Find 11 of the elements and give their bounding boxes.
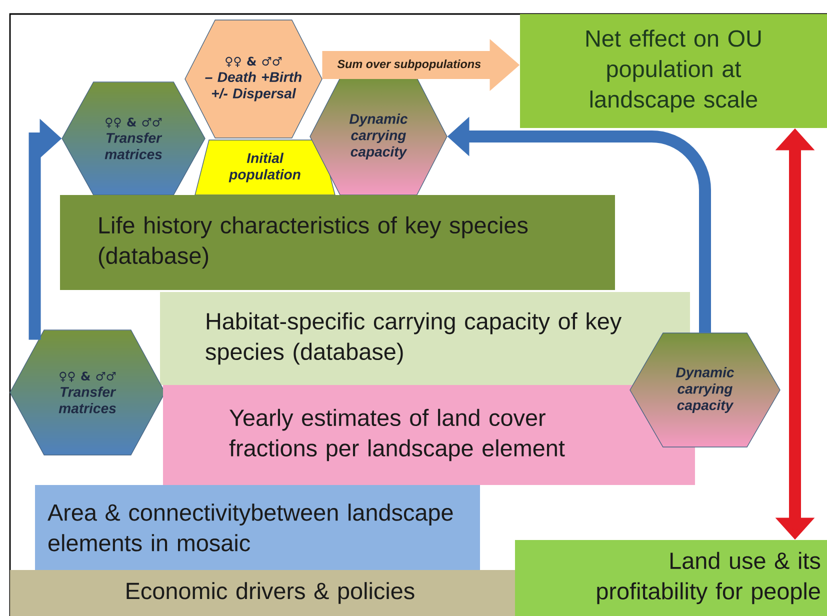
text-panel: Land use & its profitability for people xyxy=(515,540,827,616)
text-panel: Life history characteristics of key species (database) xyxy=(60,195,615,290)
hexagon: ♀♀ & ♂♂ – Death +Birth +/- Dispersal xyxy=(184,20,322,138)
edge-label: Sum over subpopulations xyxy=(336,58,482,72)
text-panel: Economic drivers & policies xyxy=(10,570,530,616)
trapezoid: Initial population xyxy=(194,140,336,196)
text-panel: Net effect on OU population at landscape scale xyxy=(520,14,827,128)
hexagon: ♀♀ & ♂♂ Transfer matrices xyxy=(10,330,166,456)
text-panel: Area & connectivitybetween landscape elements in mosaic xyxy=(35,485,480,570)
hexagon: Dynamic carrying capacity xyxy=(310,78,448,196)
hexagon: ♀♀ & ♂♂ Transfer matrices xyxy=(62,82,206,196)
